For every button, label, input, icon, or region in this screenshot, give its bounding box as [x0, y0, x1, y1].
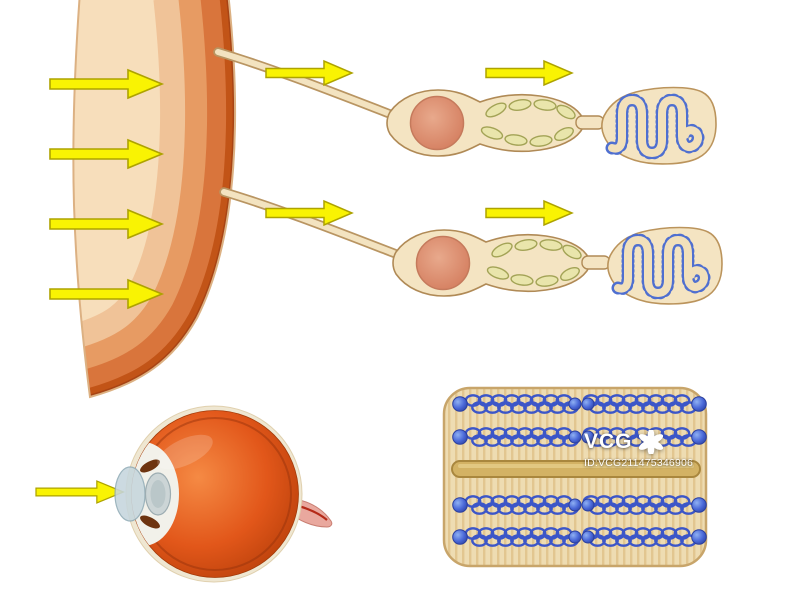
eye-highlight — [157, 434, 213, 470]
iris-upper — [140, 459, 160, 473]
retina-wall — [73, 0, 236, 397]
watermark-brand: VCG — [584, 430, 633, 453]
lens-core — [150, 480, 166, 508]
watermark: VCG ID:VCG211475346906 — [584, 430, 693, 469]
signal-arrow-cell1-b — [485, 60, 573, 86]
retina-wall-outline — [72, 0, 237, 399]
iris-lower — [140, 515, 160, 529]
cornea — [114, 466, 146, 522]
vcg-flower-icon — [638, 430, 663, 454]
eye-cross-section — [114, 405, 333, 583]
disc-membrane-diagram — [442, 386, 708, 568]
watermark-id: ID:VCG211475346906 — [584, 457, 694, 469]
photoreceptor-cells — [218, 52, 722, 304]
signal-arrow-cell2-b — [485, 200, 573, 226]
protein-rod-highlight — [458, 464, 694, 468]
light-arrow-eye — [35, 480, 124, 504]
